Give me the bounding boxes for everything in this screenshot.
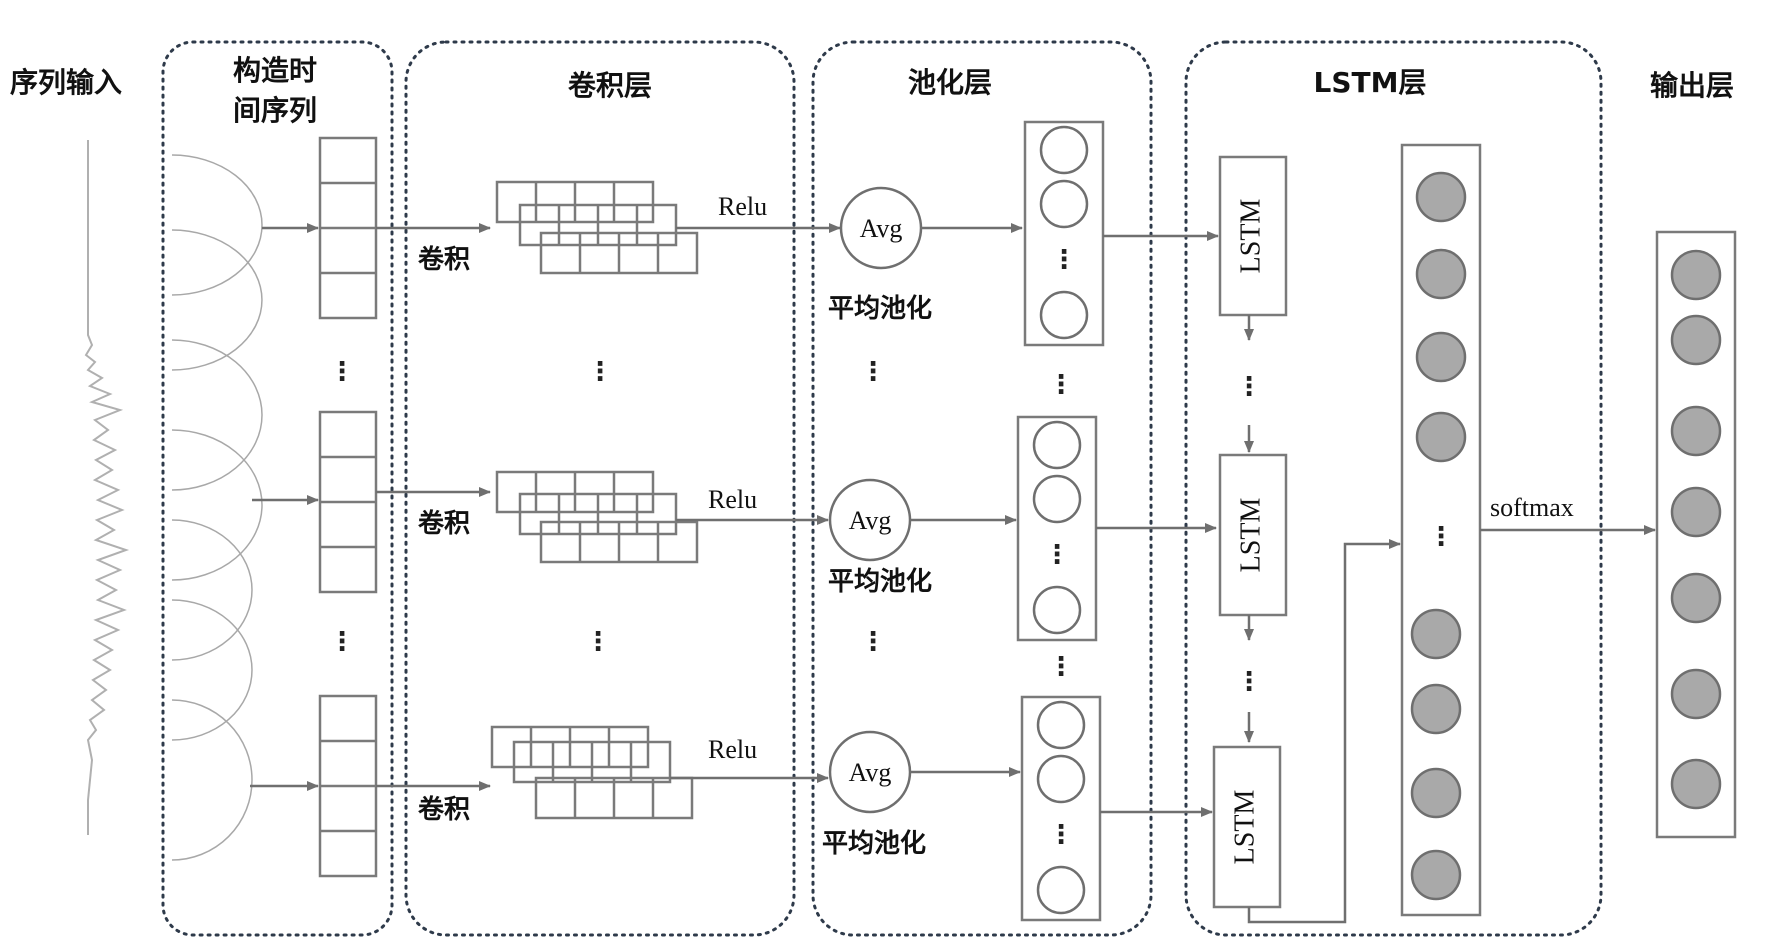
- lstm-chain: ⋮ ⋮: [1236, 315, 1401, 924]
- pool-ellipsis-2: ⋮: [1044, 540, 1070, 570]
- series-column-1: [318, 136, 378, 320]
- pool-output-column-2: ⋮: [1016, 415, 1098, 642]
- conv-layer-label: 卷积层: [568, 69, 652, 102]
- input-signal-trace: [84, 140, 130, 835]
- lstm-ellipsis-b: ⋮: [1236, 667, 1262, 697]
- sliding-window-arcs: [171, 154, 263, 861]
- pool-col-ellipsis-a: ⋮: [1048, 370, 1074, 400]
- avg-label-2: Avg: [849, 506, 892, 535]
- relu-label-3: Relu: [708, 735, 757, 764]
- feature-map-stack-3: [490, 725, 694, 820]
- conv-op-label-1: 卷积: [418, 245, 470, 275]
- lstm-cell-2: LSTM: [1218, 453, 1288, 617]
- pool-layer-panel: [811, 40, 1153, 937]
- pool-output-column-3: ⋮: [1020, 695, 1102, 922]
- feature-map-stack-1: [495, 180, 699, 275]
- sequence-input-label: 序列输入: [10, 66, 122, 99]
- series-column-3: [318, 694, 378, 878]
- row-2: 卷积 Relu Avg 平均池化 ⋮ LSTM: [252, 410, 1288, 642]
- build-series-label-line2: 间序列: [233, 94, 317, 127]
- series-ellipsis-b: ⋮: [329, 627, 355, 657]
- avg-pooling-label-1: 平均池化: [828, 294, 932, 324]
- pool-col-ellipsis-b: ⋮: [1048, 652, 1074, 682]
- avg-label-1: Avg: [860, 214, 903, 243]
- build-series-label-line1: 构造时: [233, 54, 317, 87]
- lstm-output-column: ⋮: [1400, 143, 1482, 917]
- avg-pooling-label-3: 平均池化: [822, 829, 926, 859]
- lstm-layer-panel: [1184, 40, 1603, 937]
- lstm-cell-1: LSTM: [1218, 155, 1288, 317]
- lstm-output-ellipsis: ⋮: [1428, 522, 1454, 552]
- pool-ellipsis-3: ⋮: [1048, 820, 1074, 850]
- conv-op-label-3: 卷积: [418, 795, 470, 825]
- lstm-cell-label-1: LSTM: [1235, 199, 1266, 274]
- pool-output-column-1: ⋮: [1023, 120, 1105, 347]
- relu-label-2: Relu: [708, 485, 757, 514]
- avg-pooling-label-2: 平均池化: [828, 567, 932, 597]
- pool-layer-label: 池化层: [908, 66, 992, 99]
- avg-ellipsis-a: ⋮: [860, 357, 886, 387]
- lstm-layer-label: LSTM层: [1314, 66, 1427, 99]
- row-3: 卷积 Relu Avg 平均池化 ⋮ LSTM: [250, 694, 1282, 922]
- series-ellipsis-a: ⋮: [329, 357, 355, 387]
- lstm-cell-3: LSTM: [1212, 745, 1282, 909]
- pool-ellipsis-1: ⋮: [1051, 245, 1077, 275]
- series-column-2: [318, 410, 378, 594]
- conv-op-label-2: 卷积: [418, 509, 470, 539]
- conv-ellipsis-b: ⋮: [585, 627, 611, 657]
- feature-map-stack-2: [495, 470, 699, 564]
- output-layer-label: 输出层: [1650, 69, 1734, 102]
- softmax-label: softmax: [1490, 493, 1574, 522]
- build-series-panel: [161, 40, 394, 937]
- lstm-ellipsis-a: ⋮: [1236, 372, 1262, 402]
- lstm-cell-label-2: LSTM: [1235, 498, 1266, 573]
- avg-label-3: Avg: [849, 758, 892, 787]
- output-column: [1655, 230, 1737, 839]
- conv-layer-panel: [404, 40, 796, 937]
- relu-label-1: Relu: [718, 192, 767, 221]
- lstm-cell-label-3: LSTM: [1229, 790, 1260, 865]
- avg-ellipsis-b: ⋮: [860, 627, 886, 657]
- conv-ellipsis-a: ⋮: [587, 357, 613, 387]
- row-1: 卷积 Relu Avg 平均池化 ⋮ LSTM: [262, 120, 1288, 347]
